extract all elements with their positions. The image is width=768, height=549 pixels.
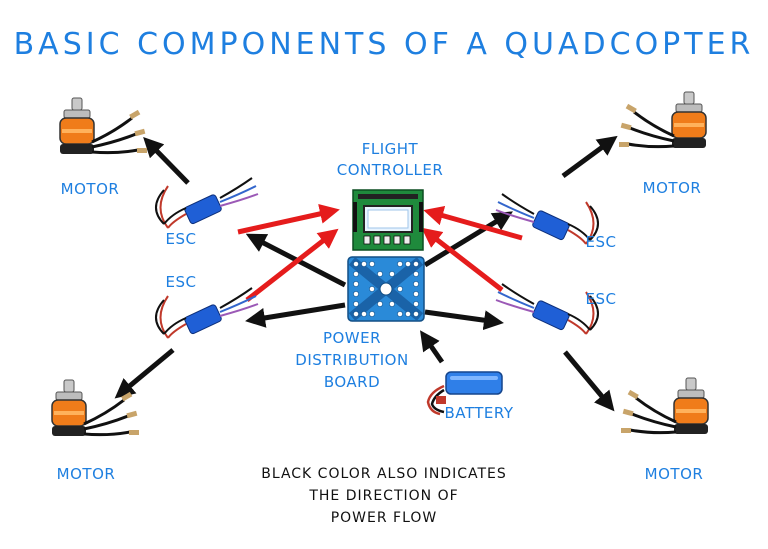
diagram-title: BASIC COMPONENTS OF A QUADCOPTER (13, 27, 755, 62)
signal-arrow (423, 205, 523, 241)
signal-arrow (245, 228, 339, 302)
battery-icon (426, 371, 503, 416)
power-flow-note: POWER FLOW (330, 510, 438, 526)
esc-label: ESC (585, 290, 617, 308)
motor-label: MOTOR (56, 465, 116, 483)
power-distribution-board-label: POWER (322, 329, 382, 347)
esc-icon (155, 177, 259, 229)
motor-icon (617, 90, 708, 150)
flight-controller-icon (352, 189, 424, 251)
flight-controller-label: FLIGHT (361, 140, 419, 158)
motor-icon (619, 376, 710, 436)
signal-arrow (421, 227, 504, 292)
power-arrow (143, 136, 190, 185)
esc-label: ESC (165, 230, 197, 248)
motor-label: MOTOR (642, 179, 702, 197)
esc-icon (155, 287, 259, 339)
motor-icon (58, 96, 149, 156)
motor-label: MOTOR (644, 465, 704, 483)
power-distribution-board-label: BOARD (323, 373, 381, 391)
power-distribution-board-icon (347, 256, 425, 322)
power-arrow (424, 309, 504, 331)
power-arrow (563, 350, 615, 412)
esc-label: ESC (585, 233, 617, 251)
signal-arrow (237, 204, 340, 235)
esc-label: ESC (165, 273, 197, 291)
motor-label: MOTOR (60, 180, 120, 198)
power-distribution-board-label: DISTRIBUTION (295, 351, 409, 369)
battery-label: BATTERY (444, 404, 514, 422)
power-arrow (245, 302, 346, 328)
power-arrow (420, 330, 445, 364)
power-flow-note: THE DIRECTION OF (309, 488, 459, 504)
power-arrow (561, 135, 618, 179)
flight-controller-label: CONTROLLER (336, 161, 444, 179)
power-flow-note: BLACK COLOR ALSO INDICATES (261, 466, 507, 482)
power-arrow (423, 211, 513, 268)
power-arrow (114, 348, 175, 399)
